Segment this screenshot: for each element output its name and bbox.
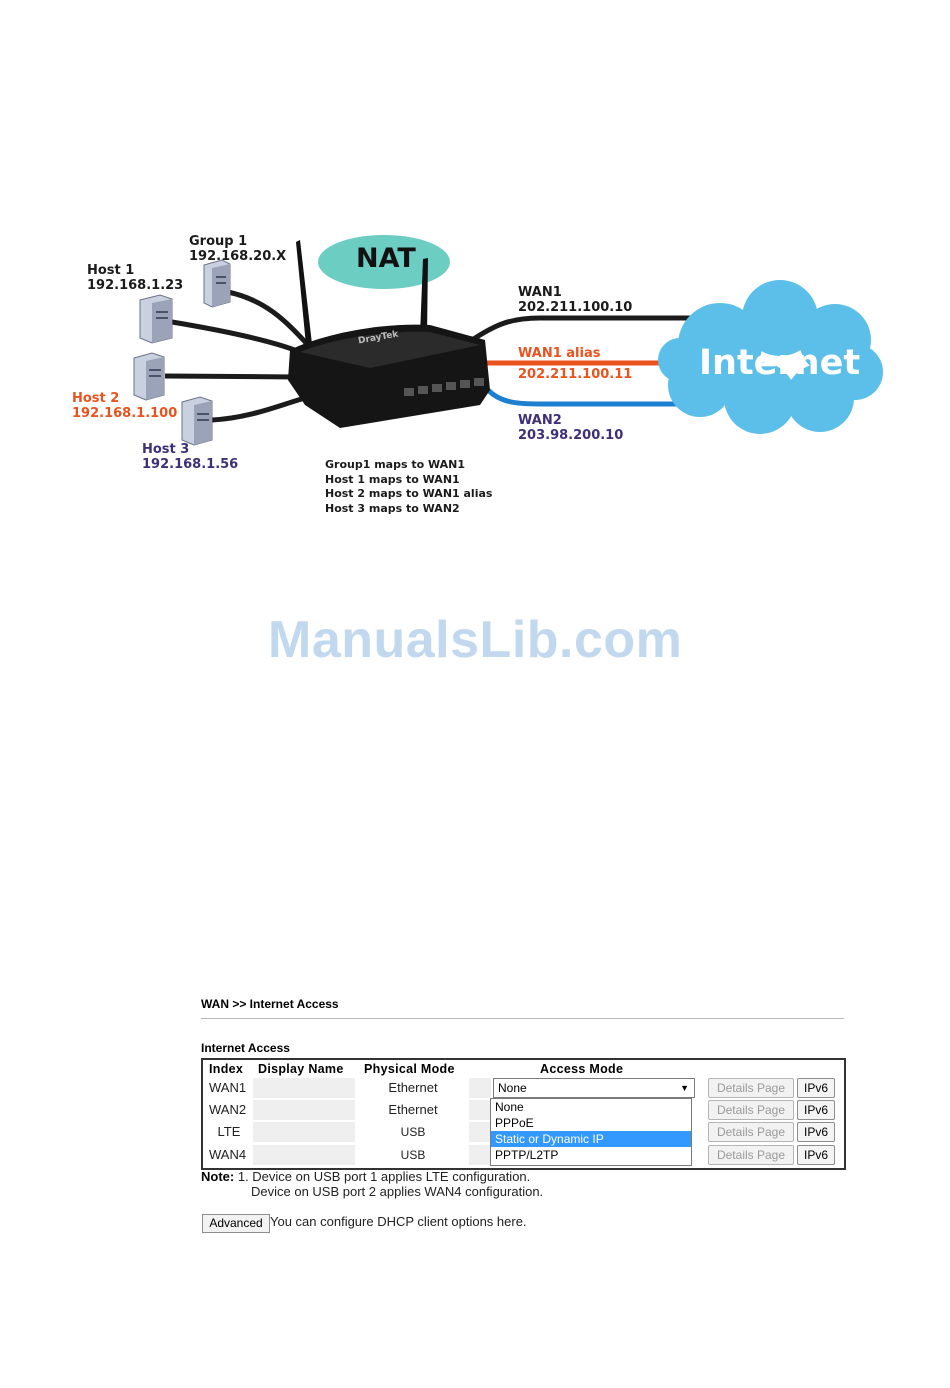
wan1-alias-name: WAN1 alias bbox=[518, 346, 601, 361]
divider bbox=[201, 1018, 844, 1019]
advanced-button[interactable]: Advanced bbox=[202, 1214, 270, 1233]
antenna-right bbox=[420, 258, 428, 336]
host2-ip: 192.168.1.100 bbox=[72, 406, 178, 421]
details-page-button[interactable]: Details Page bbox=[708, 1122, 794, 1142]
router-ports bbox=[404, 378, 484, 396]
breadcrumb: WAN >> Internet Access bbox=[201, 997, 339, 1011]
details-page-button[interactable]: Details Page bbox=[708, 1145, 794, 1165]
ipv6-button[interactable]: IPv6 bbox=[797, 1100, 835, 1120]
note: Note: 1. Device on USB port 1 applies LT… bbox=[201, 1169, 543, 1199]
wan1-name: WAN1 bbox=[518, 285, 562, 300]
diagram-graphic bbox=[133, 235, 883, 446]
note-label: Note: bbox=[201, 1169, 235, 1184]
cable-host2 bbox=[164, 373, 299, 380]
table-row: WAN4 USB Details Page IPv6 bbox=[205, 1145, 842, 1165]
ipv6-button[interactable]: IPv6 bbox=[797, 1078, 835, 1098]
note-line: 1. Device on USB port 1 applies LTE conf… bbox=[237, 1169, 531, 1184]
mapping-notes: Group1 maps to WAN1 Host 1 maps to WAN1 … bbox=[325, 458, 492, 516]
table-row: WAN2 Ethernet Details Page IPv6 bbox=[205, 1100, 842, 1120]
table-row: LTE USB Details Page IPv6 bbox=[205, 1122, 842, 1142]
header-access-mode: Access Mode bbox=[540, 1062, 624, 1076]
access-mode-value: None bbox=[498, 1081, 527, 1095]
internet-cloud bbox=[658, 280, 883, 434]
row-index: WAN2 bbox=[209, 1102, 247, 1117]
dropdown-option-none[interactable]: None bbox=[495, 1100, 524, 1114]
server-host3 bbox=[181, 396, 213, 446]
ipv6-button[interactable]: IPv6 bbox=[797, 1145, 835, 1165]
row-display-name bbox=[253, 1100, 355, 1120]
access-mode-select[interactable]: None ▼ bbox=[493, 1078, 695, 1098]
host1-name: Host 1 bbox=[87, 263, 135, 278]
mapping-note: Group1 maps to WAN1 bbox=[325, 458, 465, 471]
host3-name: Host 3 bbox=[142, 442, 190, 457]
cable-host1 bbox=[171, 319, 301, 355]
nat-ellipse bbox=[318, 235, 450, 289]
details-page-button[interactable]: Details Page bbox=[708, 1100, 794, 1120]
header-display-name: Display Name bbox=[258, 1062, 344, 1076]
row-index: WAN4 bbox=[209, 1147, 247, 1162]
cable-wan2 bbox=[486, 388, 700, 407]
host1-ip: 192.168.1.23 bbox=[87, 278, 184, 293]
row-display-name bbox=[253, 1122, 355, 1142]
host3-ip: 192.168.1.56 bbox=[142, 457, 239, 472]
row-physical-mode: Ethernet bbox=[388, 1080, 438, 1095]
nat-label: NAT bbox=[356, 243, 416, 274]
server-group1 bbox=[203, 259, 231, 308]
dropdown-option-static-dynamic-ip[interactable]: Static or Dynamic IP bbox=[491, 1131, 691, 1147]
mapping-note: Host 1 maps to WAN1 bbox=[325, 472, 460, 486]
header-physical-mode: Physical Mode bbox=[364, 1062, 455, 1076]
details-page-button[interactable]: Details Page bbox=[708, 1078, 794, 1098]
dropdown-option-pptp-l2tp[interactable]: PPTP/L2TP bbox=[495, 1148, 559, 1162]
dropdown-option-pppoe[interactable]: PPPoE bbox=[495, 1116, 534, 1130]
watermark: ManualsLib.com bbox=[268, 611, 683, 669]
table-row: WAN1 Ethernet None ▼ Details Page IPv6 bbox=[205, 1078, 842, 1098]
antenna-left bbox=[296, 240, 312, 345]
row-physical-mode: USB bbox=[400, 1125, 426, 1139]
row-display-name bbox=[253, 1145, 355, 1165]
row-index: WAN1 bbox=[209, 1080, 247, 1095]
ipv6-button[interactable]: IPv6 bbox=[797, 1122, 835, 1142]
nat-diagram: NAT Internet DrayTek Group 1 192.168.20.… bbox=[0, 0, 950, 560]
row-display-name bbox=[253, 1078, 355, 1098]
group1-ip: 192.168.20.X bbox=[189, 249, 287, 264]
cable-host3 bbox=[211, 395, 306, 423]
wan1-alias-ip: 202.211.100.11 bbox=[518, 367, 633, 382]
internet-access-table: Index Display Name Physical Mode Access … bbox=[201, 1058, 846, 1170]
note-line: Device on USB port 2 applies WAN4 config… bbox=[251, 1184, 544, 1199]
cable-wan1 bbox=[470, 315, 705, 343]
chevron-down-icon: ▼ bbox=[680, 1083, 689, 1093]
host2-name: Host 2 bbox=[72, 391, 120, 406]
wan1-ip: 202.211.100.10 bbox=[518, 300, 633, 315]
group1-name: Group 1 bbox=[189, 234, 248, 249]
access-mode-dropdown: None PPPoE Static or Dynamic IP PPTP/L2T… bbox=[490, 1098, 692, 1166]
header-index: Index bbox=[209, 1062, 244, 1076]
row-physical-mode: USB bbox=[400, 1148, 426, 1162]
wan2-ip: 203.98.200.10 bbox=[518, 428, 624, 443]
internet-label: Internet bbox=[699, 343, 861, 383]
wan2-name: WAN2 bbox=[518, 413, 562, 428]
section-title: Internet Access bbox=[201, 1041, 290, 1055]
mapping-note: Host 2 maps to WAN1 alias bbox=[325, 487, 493, 500]
row-index: LTE bbox=[217, 1124, 241, 1139]
server-host1 bbox=[139, 294, 173, 344]
server-host2 bbox=[133, 352, 165, 401]
advanced-description: You can configure DHCP client options he… bbox=[270, 1214, 527, 1229]
cable-group1 bbox=[227, 289, 310, 347]
mapping-note: Host 3 maps to WAN2 bbox=[325, 501, 460, 515]
row-physical-mode: Ethernet bbox=[388, 1102, 438, 1117]
